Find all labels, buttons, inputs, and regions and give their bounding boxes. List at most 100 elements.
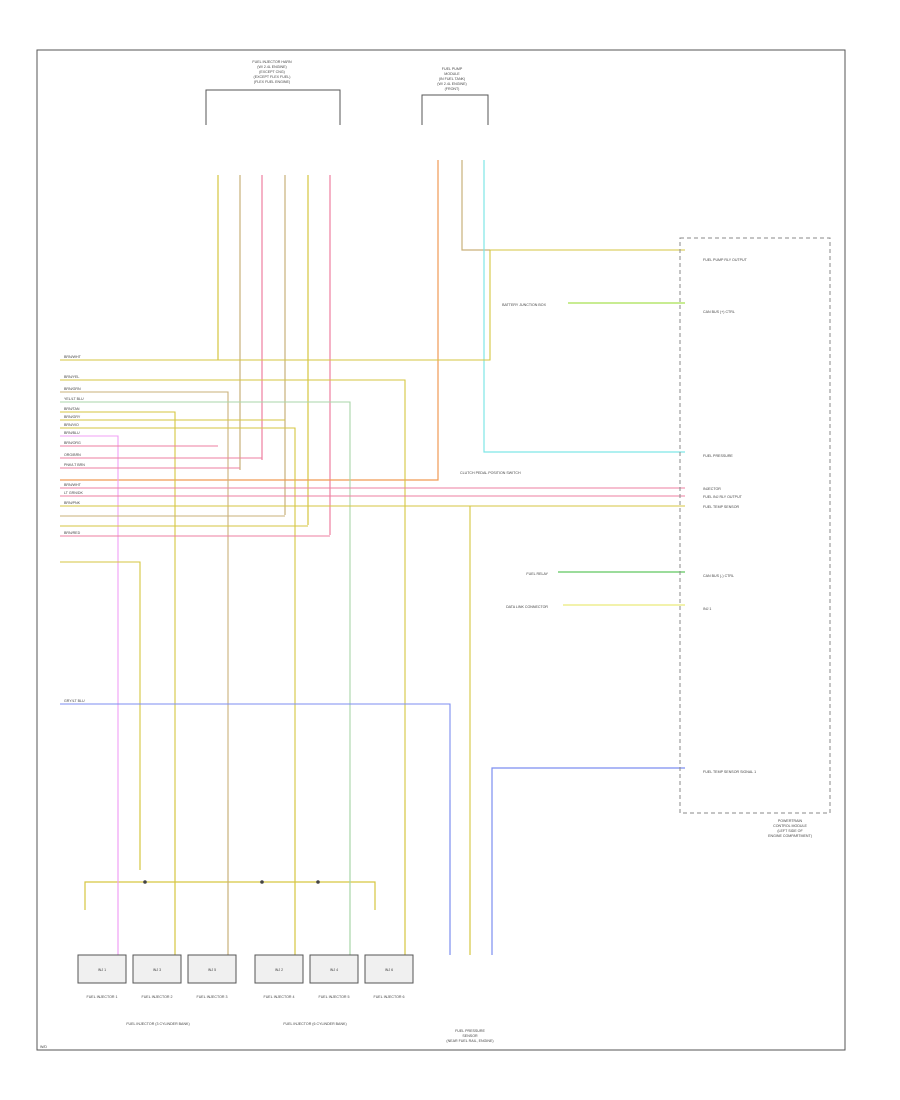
pcm-pin-6: FUEL TEMP SENSOR <box>703 505 739 509</box>
side-label-3: DATA LINK CONNECTOR <box>506 605 548 609</box>
pcm-title: POWERTRAIN CONTROL MODULE (LEFT SIDE OF … <box>768 819 812 838</box>
injector-body-2: INJ 3 <box>153 968 161 972</box>
hwire-2 <box>60 379 406 800</box>
wire-tan-top <box>461 160 490 251</box>
top-mid-connector: FUEL PUMP MODULE (IN FUEL TANK) (W/ 2.4L… <box>421 67 489 125</box>
pcm-pin-8: INJ 1 <box>703 607 711 611</box>
injector-label-5: FUEL INJECTOR 5 <box>319 995 350 999</box>
injector-3 <box>187 954 237 984</box>
injector-4 <box>254 954 304 984</box>
top-left-bracket <box>205 89 341 125</box>
injector-body-1: INJ 1 <box>98 968 106 972</box>
injector-label-6: FUEL INJECTOR 6 <box>374 995 405 999</box>
injector-label-1: FUEL INJECTOR 1 <box>87 995 118 999</box>
pcm-title-4: ENGINE COMPARTMENT) <box>768 834 812 838</box>
left-wire-label-12: BRN/WHT <box>64 483 82 487</box>
splice-1 <box>143 880 147 884</box>
top-left-connector: FUEL INJECTOR HARN (W/ 2.4L ENGINE) (EXC… <box>205 60 341 125</box>
left-wire-label-6: BRN/GRY <box>64 415 81 419</box>
hwire-14 <box>60 505 471 870</box>
left-wire-label-3: BRN/GRN <box>64 387 81 391</box>
injectors: INJ 1 INJ 3 INJ 5 INJ 2 INJ 4 INJ 6 FUEL… <box>77 954 414 999</box>
left-wire-labels: BRN/WHT BRN/YEL BRN/GRN YEL/LT BLU BRN/T… <box>64 355 85 703</box>
pcm-pin-9: FUEL TEMP SENSOR SIGNAL 1 <box>703 770 756 774</box>
injector-body-4: INJ 2 <box>275 968 283 972</box>
side-label-4: CLUTCH PEDAL POSITION SWITCH <box>460 471 521 475</box>
top-mid-header-3: (IN FUEL TANK) <box>439 77 465 81</box>
injector-2 <box>132 954 182 984</box>
injector-body-5: INJ 4 <box>330 968 338 972</box>
injector-label-4: FUEL INJECTOR 4 <box>264 995 295 999</box>
injector-6 <box>364 954 414 984</box>
pcm-box <box>679 237 831 814</box>
page-footer: W/D <box>40 1045 47 1049</box>
top-mid-header-2: MODULE <box>444 72 460 76</box>
left-wire-label-8: BRN/BLU <box>64 431 80 435</box>
left-wire-bundle <box>60 249 685 870</box>
right-group-label: FUEL INJECTOR (6 CYLINDER BANK) <box>283 1022 346 1026</box>
fuel-pressure-sensor: FUEL PRESSURE SENSOR (NEAR FUEL RAIL, EN… <box>446 1029 493 1043</box>
pcm-title-1: POWERTRAIN <box>778 819 803 823</box>
pcm-pin-2: CAN BUS (+) CTRL <box>703 310 735 314</box>
left-wire-label-15: BRN/RED <box>64 531 81 535</box>
injector-body-3: INJ 5 <box>208 968 216 972</box>
top-left-header-3: (EXCEPT CNG) <box>259 70 285 74</box>
left-wire-label-7: BRN/VIO <box>64 423 79 427</box>
top-mid-header-1: FUEL PUMP <box>442 67 463 71</box>
left-wire-label-14: BRN/PNK <box>64 501 81 505</box>
left-wire-label-10: ORG/BRN <box>64 453 81 457</box>
hwire-18 <box>60 561 141 800</box>
hwire-4 <box>60 401 351 800</box>
injector-label-3: FUEL INJECTOR 3 <box>197 995 228 999</box>
wire-cyan <box>483 160 685 453</box>
top-left-header-1: FUEL INJECTOR HARN <box>252 60 292 64</box>
left-group-label: FUEL INJECTOR (3 CYLINDER BANK) <box>126 1022 189 1026</box>
pcm-pin-4: INJECTOR <box>703 487 721 491</box>
splice-2 <box>260 880 264 884</box>
left-wire-label-5: BRN/TAN <box>64 407 80 411</box>
fuel-pressure-label-3: (NEAR FUEL RAIL, ENGINE) <box>446 1039 493 1043</box>
splice-3 <box>316 880 320 884</box>
top-left-header-4: (EXCEPT FLEX FUEL) <box>254 75 291 79</box>
pcm-pin-labels: FUEL PUMP RLY OUTPUT CAN BUS (+) CTRL FU… <box>703 258 756 774</box>
pcm-pin-1: FUEL PUMP RLY OUTPUT <box>703 258 748 262</box>
top-mid-wires <box>60 160 685 481</box>
injector-label-2: FUEL INJECTOR 2 <box>142 995 173 999</box>
injector-5 <box>309 954 359 984</box>
fuel-pressure-label-1: FUEL PRESSURE <box>455 1029 485 1033</box>
top-mid-bracket <box>421 94 489 125</box>
hwire-19 <box>60 703 451 800</box>
top-left-header-5: (FLEX FUEL ENGINE) <box>254 80 290 84</box>
side-connector-labels: BATTERY JUNCTION BOX FUEL RELAY DATA LIN… <box>460 303 549 609</box>
hwire-8 <box>60 435 119 800</box>
pcm-pin-5: FUEL INJ RLY OUTPUT <box>703 495 743 499</box>
pcm-title-3: (LEFT SIDE OF <box>777 829 803 833</box>
hwire-1 <box>60 249 685 361</box>
pcm-wires <box>491 302 685 775</box>
injector-bus <box>84 880 376 910</box>
left-wire-label-4: YEL/LT BLU <box>64 397 84 401</box>
top-mid-header-4: (W/ 2.4L ENGINE) <box>437 82 466 86</box>
top-left-wires <box>217 175 331 535</box>
bus-line <box>84 881 376 910</box>
top-mid-header-5: (FRONT) <box>445 87 460 91</box>
left-wire-label-9: BRN/ORG <box>64 441 81 445</box>
injector-body-6: INJ 6 <box>385 968 393 972</box>
top-left-header-2: (W/ 2.4L ENGINE) <box>257 65 286 69</box>
injector-drops <box>117 775 493 955</box>
pcm-wire-4 <box>491 767 685 775</box>
hwire-7 <box>60 427 296 800</box>
diagram-frame <box>36 49 846 1051</box>
left-wire-label-11: PNK/LT BRN <box>64 463 85 467</box>
hwire-5 <box>60 411 176 800</box>
pcm-title-2: CONTROL MODULE <box>773 824 807 828</box>
injector-1 <box>77 954 127 984</box>
pcm-pin-7: CAN BUS (-) CTRL <box>703 574 734 578</box>
wire-orange <box>60 160 439 481</box>
left-wire-label-16: GRY/LT BLU <box>64 699 85 703</box>
side-label-2: FUEL RELAY <box>526 572 548 576</box>
hwire-3 <box>60 391 229 800</box>
fuel-pressure-label-2: SENSOR <box>462 1034 478 1038</box>
side-label-1: BATTERY JUNCTION BOX <box>502 303 547 307</box>
